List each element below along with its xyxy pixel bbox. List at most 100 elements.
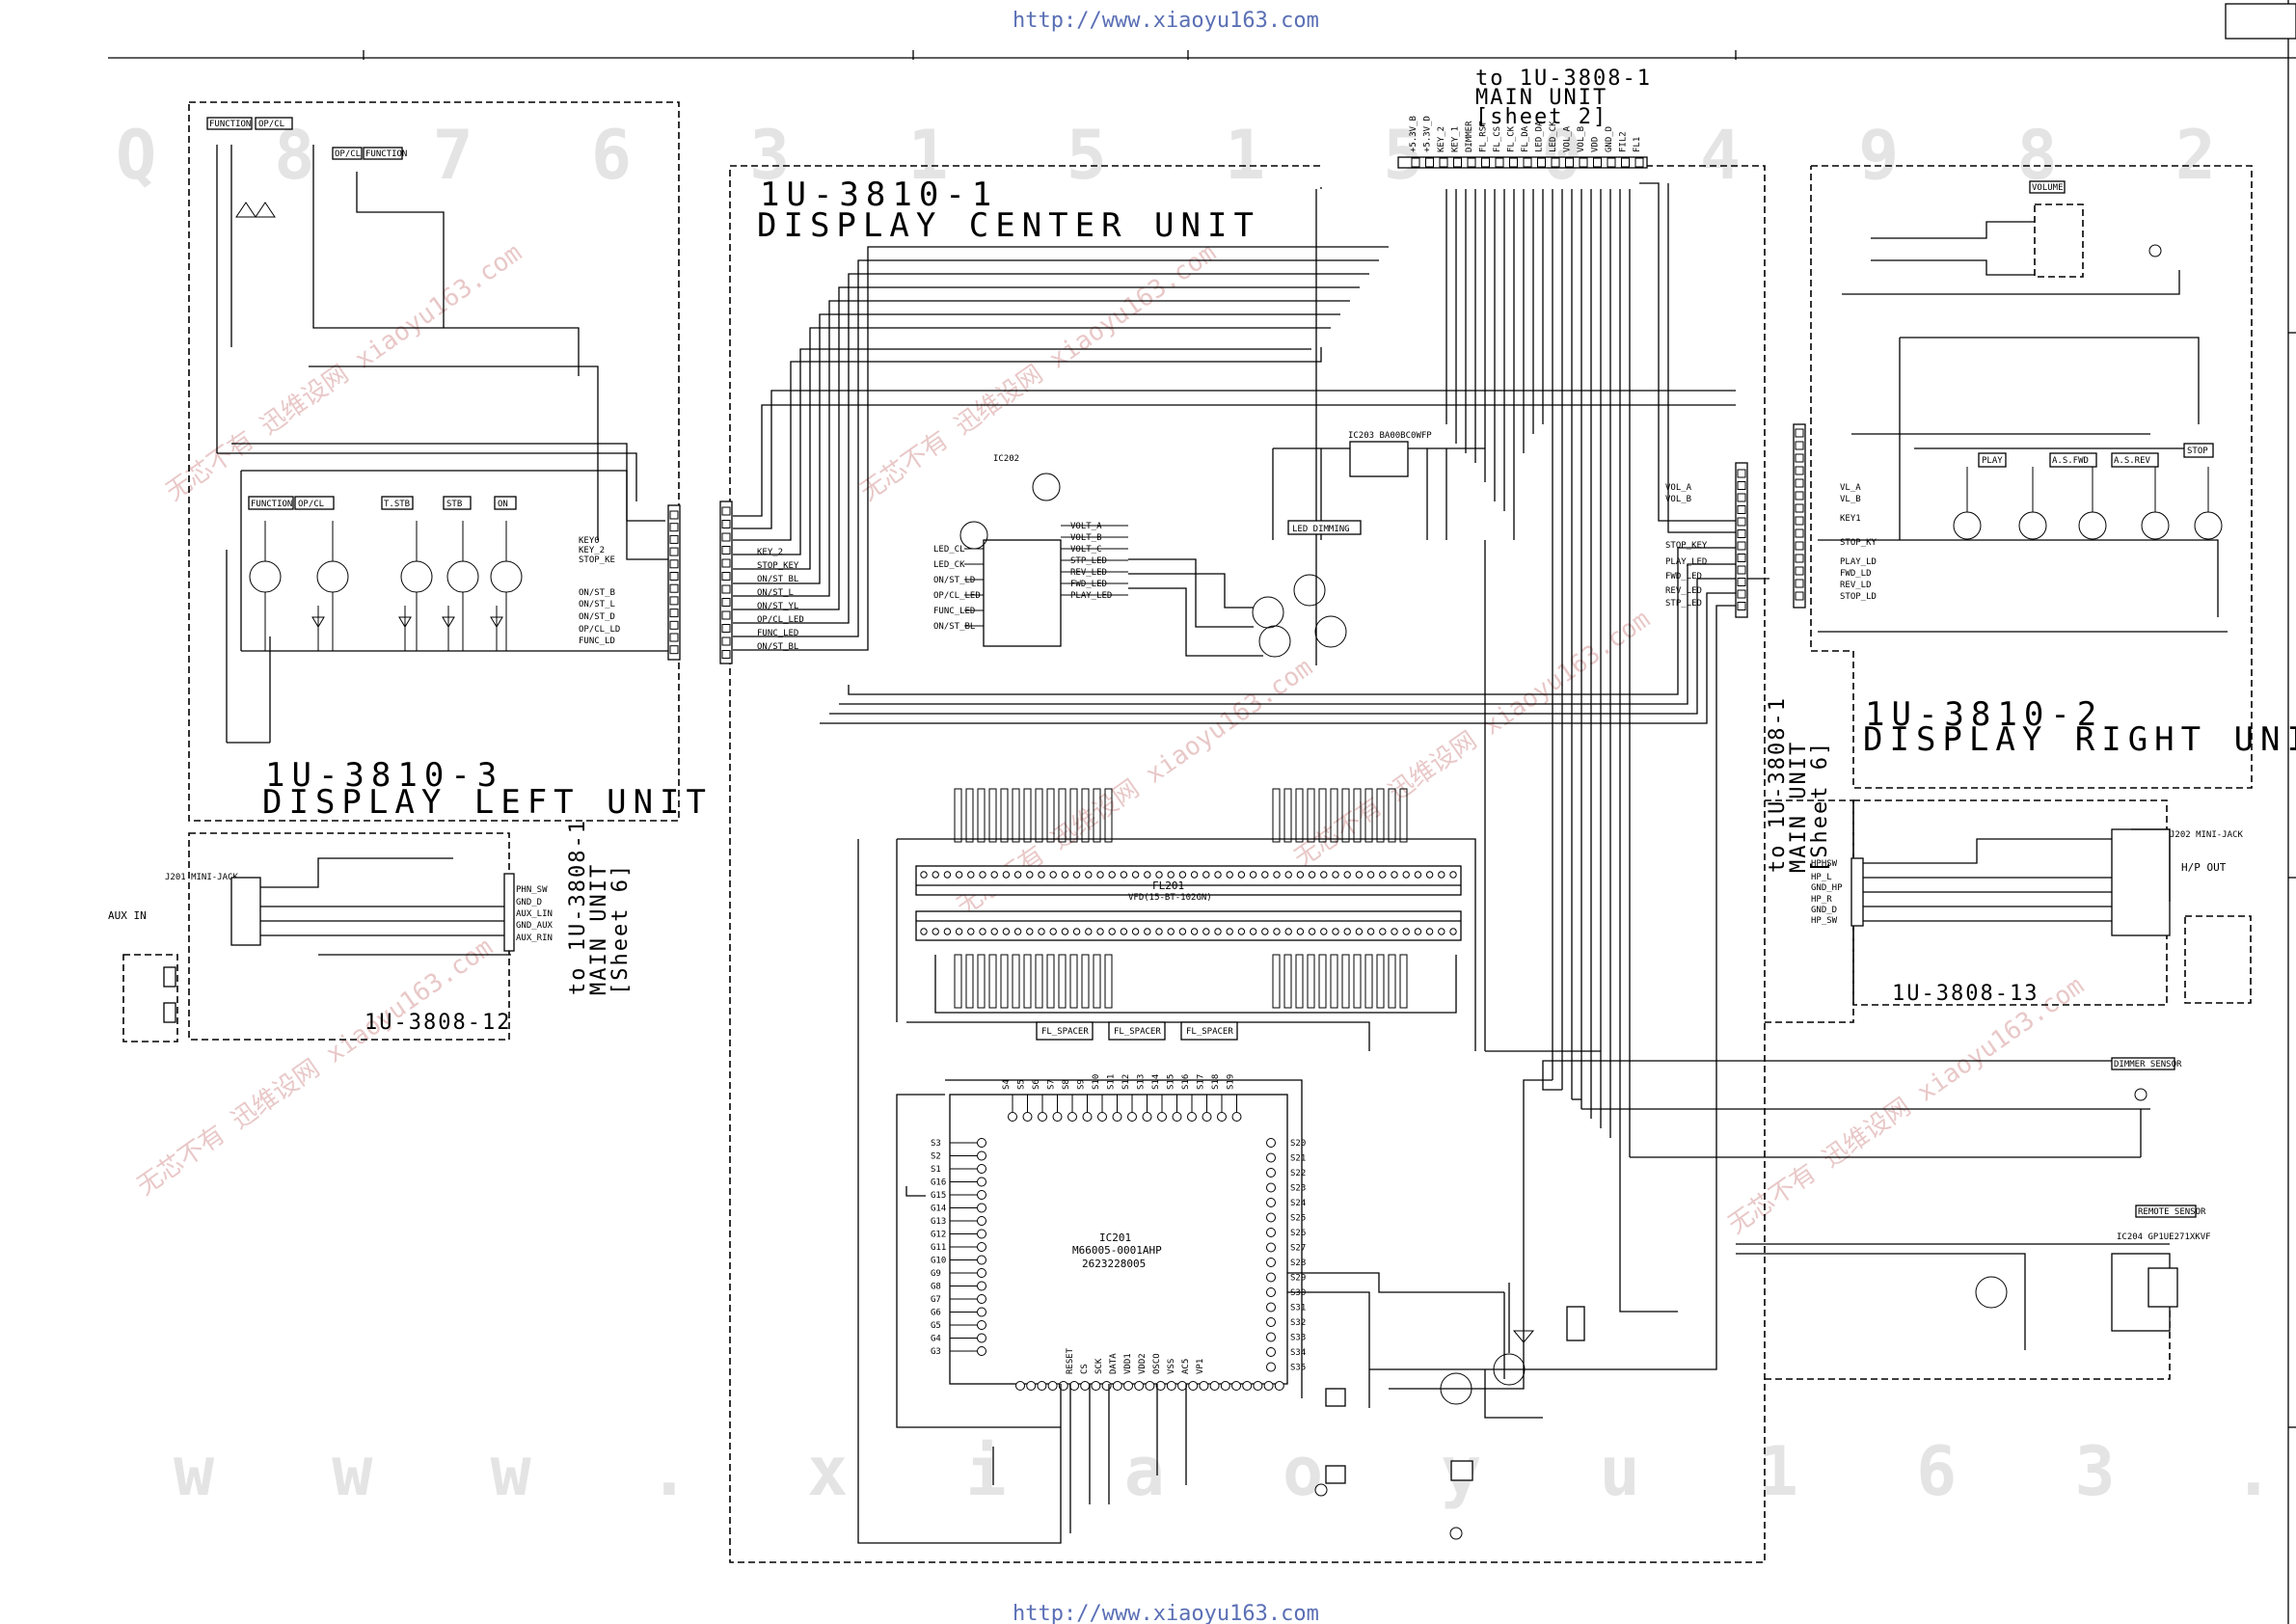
ic202-output: STP_LED: [1070, 556, 1107, 566]
connector-pin: [721, 610, 731, 620]
vfd-bottom-pin: [1178, 928, 1187, 935]
ic201-pin: [1142, 1112, 1152, 1122]
vfd-top-pin: [1026, 871, 1034, 879]
ic201-left-pin: G16: [931, 1178, 946, 1188]
resistor: [1341, 788, 1350, 843]
top-bus-pin: [1634, 157, 1644, 168]
left-signal: KEY0: [579, 536, 600, 546]
ic201-bottom-pin: DATA: [1109, 1353, 1119, 1374]
ic201-controller: IC201 M66005-0001AHP 2623228005 S3S2S1G1…: [857, 839, 1505, 1544]
top-bus-label: FL_RST: [1479, 121, 1489, 152]
vfd-top-pin: [990, 871, 998, 879]
vfd-bottom-pin: [1013, 928, 1022, 935]
vfd-top-pin: [1144, 871, 1151, 879]
ic201-pin: [1209, 1381, 1220, 1391]
resistor: [954, 788, 962, 843]
ic201-top-pin: S6: [1032, 1079, 1041, 1090]
ic201-bottom-pin: VSS: [1167, 1359, 1176, 1374]
vfd-top-pin: [1249, 871, 1257, 879]
resistor: [1046, 954, 1055, 1009]
vfd-bottom-pin: [932, 928, 939, 935]
vfd-bottom-pin: [1449, 928, 1457, 935]
sensor-area: DIMMER SENSOR REMOTE SENSOR IC204 GP1UE2…: [1736, 1057, 2211, 1380]
vfd-top-pin: [1355, 871, 1364, 879]
vfd-top-pin: [1038, 871, 1045, 879]
vfd-bottom-pin: [1131, 928, 1140, 935]
top-bus-pin: [1551, 157, 1560, 168]
connector-pin: [669, 620, 679, 630]
vfd-top-pin: [943, 871, 952, 879]
vfd-bottom-pin: [1273, 928, 1281, 935]
vfd-bottom-pin: [1108, 928, 1116, 935]
vfd-top-pin: [1167, 871, 1175, 879]
resistor: [1399, 788, 1408, 843]
vfd-top-pin: [1226, 871, 1233, 879]
resistor: [1388, 954, 1396, 1009]
vfd-top-pin: [1049, 871, 1057, 879]
ic201-left-pin: G8: [931, 1283, 941, 1292]
watermark-cn-4: 无芯不有 迅维设网 xiaoyu163.com: [132, 933, 499, 1202]
resistor: [1012, 788, 1020, 843]
vfd-bottom-pin: [1202, 928, 1210, 935]
ic201-right-pin: S25: [1290, 1214, 1306, 1224]
center-unit-id: 1U-3810-1: [760, 176, 998, 214]
resistor: [1318, 954, 1327, 1009]
vfd-bottom-pin: [1190, 928, 1199, 935]
top-bus-label: FL_CK: [1507, 125, 1517, 152]
ic201-right-pin: S26: [1290, 1229, 1306, 1238]
vfd-top-pin: [1214, 871, 1222, 879]
connector-pin: [1737, 589, 1746, 599]
ic201-top-pin: S4: [1002, 1079, 1012, 1090]
ic201-top-pin: S8: [1062, 1079, 1071, 1090]
hp-jack-label: J202 MINI-JACK: [2170, 830, 2243, 840]
resistor: [1012, 954, 1020, 1009]
connector-pin: [669, 510, 679, 520]
vfd-top-pin: [1425, 871, 1434, 879]
center-right-signal: PLAY_LED: [1665, 557, 1707, 567]
connector-pin: [669, 559, 679, 569]
vfd-top-pin: [1320, 871, 1328, 879]
ic203-label: IC203 BA00BC0WFP: [1348, 431, 1432, 441]
resistor: [1318, 788, 1327, 843]
vfd-bottom-pin: [1284, 928, 1292, 935]
vfd-top-pin: [1391, 871, 1398, 879]
ic201-pin: [1220, 1381, 1230, 1391]
top-bus-label: GND_D: [1605, 126, 1614, 152]
ic201-bottom-pin: VP1: [1196, 1359, 1205, 1374]
top-bus-label: LED_DA: [1535, 121, 1545, 152]
ic201-pin: [1123, 1381, 1133, 1391]
ic201-right-pin: S27: [1290, 1244, 1306, 1254]
watermark-bottom: w w w . x i a o y u 1 6 3 . c o m: [174, 1432, 2296, 1511]
hp-board: 1U-3808-13 H/P OUT J202 MINI-JACK HPHSWH…: [1765, 799, 2252, 1023]
resistor: [1388, 788, 1396, 843]
ic201-left-pin: S2: [931, 1152, 941, 1162]
ic201-pin: [977, 1229, 986, 1239]
top-bus-pin: [1453, 157, 1462, 168]
top-bus-pin: [1621, 157, 1630, 168]
right-unit: 1U-3810-2 DISPLAY RIGHT UNIT VOLUME PLAY…: [1793, 165, 2296, 789]
left-signal: ON/ST_B: [579, 588, 615, 598]
resistor: [1376, 954, 1385, 1009]
ic201-pin: [1101, 1381, 1112, 1391]
ic201-pin: [1274, 1381, 1284, 1391]
resistor: [1046, 788, 1055, 843]
connector-pin: [1795, 478, 1804, 488]
ic201-ref: IC201: [1099, 1232, 1131, 1244]
ic201-pin: [977, 1216, 986, 1226]
resistor: [965, 954, 974, 1009]
ic201-left-pin: G3: [931, 1347, 941, 1357]
vfd-top-pin: [932, 871, 939, 879]
ic202-output: VOLT_A: [1070, 522, 1102, 531]
ic201-pin: [1266, 1272, 1276, 1283]
resistor: [1295, 788, 1304, 843]
top-bus-pin: [1411, 157, 1420, 168]
connector-pin: [1737, 481, 1746, 490]
side-connector-line1: to 1U-3808-1: [566, 819, 590, 995]
ic202-label: IC202: [993, 454, 1019, 464]
ic201-pin: [1026, 1381, 1037, 1391]
vfd-top-pin: [1013, 871, 1022, 879]
ic201-bottom-pin: VDD1: [1123, 1353, 1133, 1374]
top-bus-label: VDD: [1591, 137, 1601, 152]
ic201-bottom-pin: AC5: [1181, 1359, 1191, 1374]
left-key-tstb: T.STB: [384, 500, 410, 509]
